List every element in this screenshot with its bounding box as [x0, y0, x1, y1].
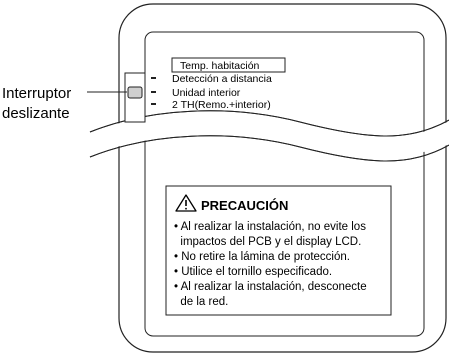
- caution-title: PRECAUCIÓN: [201, 198, 288, 213]
- caution-line-6: de la red.: [174, 296, 228, 308]
- option-2th: 2 TH(Remo.+interior): [172, 99, 271, 111]
- slide-switch-knob: [127, 86, 143, 99]
- caution-line-5: • Al realizar la instalación, desconecte: [174, 281, 367, 293]
- option-remote-detection: Detección a distancia: [172, 73, 272, 85]
- callout-label-line2: deslizante: [2, 105, 70, 122]
- caution-line-4: • Utilice el tornillo especificado.: [174, 266, 332, 278]
- room-temp-box: [171, 57, 286, 73]
- caution-line-1: • Al realizar la instalación, no evite l…: [174, 221, 366, 233]
- caution-box: [165, 185, 392, 316]
- break-band: [90, 111, 449, 156]
- caution-line-2: impactos del PCB y el display LCD.: [174, 236, 361, 248]
- room-temp-label: Temp. habitación: [180, 60, 260, 72]
- warning-triangle-icon: [175, 194, 197, 212]
- callout-label-line1: Interruptor: [2, 85, 71, 102]
- option-indoor-unit: Unidad interior: [172, 87, 241, 99]
- caution-line-3: • No retire la lámina de protección.: [174, 251, 350, 263]
